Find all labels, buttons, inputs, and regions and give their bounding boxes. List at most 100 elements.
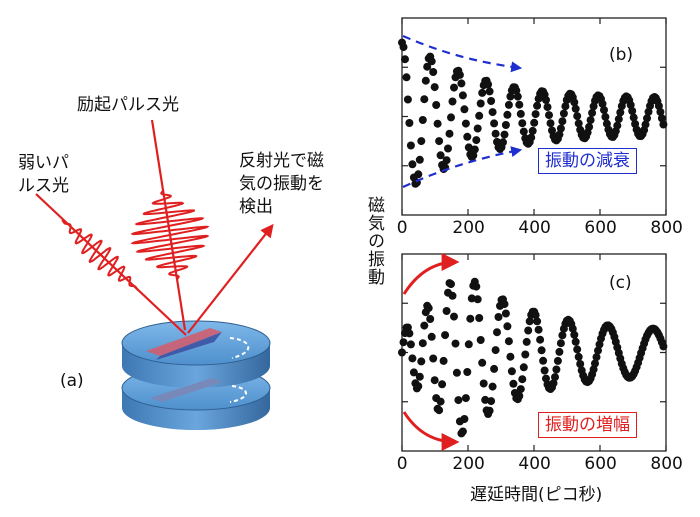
data-point: [442, 156, 451, 165]
data-point: [571, 337, 580, 346]
data-point: [559, 109, 568, 118]
data-point: [454, 396, 463, 405]
data-point: [558, 331, 567, 340]
data-point: [613, 121, 622, 130]
data-point: [467, 294, 476, 303]
data-point: [574, 119, 583, 128]
data-point: [551, 373, 559, 382]
data-point: [463, 368, 472, 376]
data-point: [616, 108, 625, 117]
data-point: [555, 130, 564, 139]
data-point: [491, 346, 500, 355]
x-tick-label: 400: [518, 218, 551, 238]
data-point: [488, 382, 497, 391]
data-point: [420, 95, 429, 104]
y-axis-label: 磁気の振動: [364, 196, 384, 286]
data-point: [457, 79, 466, 88]
data-point: [458, 91, 467, 100]
data-point: [601, 112, 610, 121]
data-point: [455, 70, 464, 79]
data-point: [448, 97, 457, 106]
data-point: [598, 99, 607, 108]
data-point: [506, 352, 515, 361]
reflected-light-label-line3: 検出: [239, 197, 273, 217]
data-point: [484, 80, 493, 89]
x-tick-label: 0: [396, 218, 408, 238]
data-point: [463, 132, 472, 141]
x-tick-label: 600: [584, 454, 617, 474]
data-point: [501, 309, 510, 318]
data-point: [441, 331, 450, 340]
data-point: [398, 348, 406, 357]
data-point: [478, 88, 487, 97]
x-tick-label: 200: [452, 218, 485, 238]
data-point: [503, 110, 512, 119]
data-point: [414, 382, 423, 391]
data-point: [452, 368, 461, 377]
panel-label-a: (a): [60, 371, 84, 391]
data-point: [429, 354, 438, 363]
data-point: [472, 136, 481, 145]
data-point: [594, 346, 602, 355]
data-point: [487, 97, 496, 105]
data-point: [525, 317, 534, 326]
growth-annotation-box: 振動の増幅: [538, 412, 637, 438]
data-point: [460, 415, 469, 423]
data-point: [533, 101, 542, 110]
data-point: [543, 103, 552, 112]
data-point: [430, 83, 439, 92]
panel-label-b: (b): [609, 45, 634, 65]
reflected-beam-arrow: [187, 223, 274, 334]
data-point: [409, 368, 418, 377]
data-point: [458, 427, 467, 436]
data-point: [657, 114, 666, 123]
data-point: [570, 330, 579, 339]
data-point: [408, 160, 417, 169]
data-point: [588, 108, 597, 117]
data-point: [460, 105, 469, 114]
data-point: [504, 337, 513, 346]
data-point: [476, 336, 485, 344]
data-point: [500, 130, 509, 139]
data-point: [447, 280, 455, 289]
data-point: [573, 112, 582, 121]
data-point: [479, 379, 488, 388]
data-point: [555, 347, 564, 356]
x-tick-label: 0: [396, 454, 408, 474]
damping-envelope-top-arrow: [402, 34, 523, 73]
reflected-light-label-line2: 気の振動を: [239, 174, 324, 194]
data-point: [524, 326, 533, 335]
data-point: [491, 129, 500, 138]
data-point: [522, 337, 531, 346]
data-point: [435, 137, 444, 146]
data-point: [519, 127, 528, 136]
data-point: [424, 304, 433, 313]
data-point: [628, 107, 637, 115]
data-point: [423, 62, 432, 71]
data-point: [507, 367, 516, 376]
data-point: [585, 122, 594, 131]
data-point: [527, 133, 536, 142]
data-point: [518, 119, 527, 128]
data-point: [430, 376, 439, 385]
data-point: [537, 346, 546, 355]
data-point: [539, 356, 548, 365]
data-point: [408, 354, 417, 363]
data-point: [399, 43, 408, 52]
growth-envelope-bottom-arrow: [402, 411, 460, 451]
data-point: [509, 379, 518, 388]
data-point: [444, 144, 452, 153]
x-tick-label: 400: [518, 454, 551, 474]
data-point: [531, 110, 540, 119]
damping-envelope-bottom-arrow: [402, 146, 523, 188]
data-point: [414, 170, 423, 179]
data-point: [450, 83, 458, 92]
data-point: [450, 312, 458, 321]
data-point: [427, 57, 436, 66]
data-point: [659, 342, 668, 351]
excitation-pulse-label: 励起パルス光: [77, 95, 179, 115]
x-tick-label: 800: [650, 454, 683, 474]
data-point: [570, 98, 579, 107]
data-point: [493, 328, 501, 337]
data-point: [515, 100, 524, 109]
